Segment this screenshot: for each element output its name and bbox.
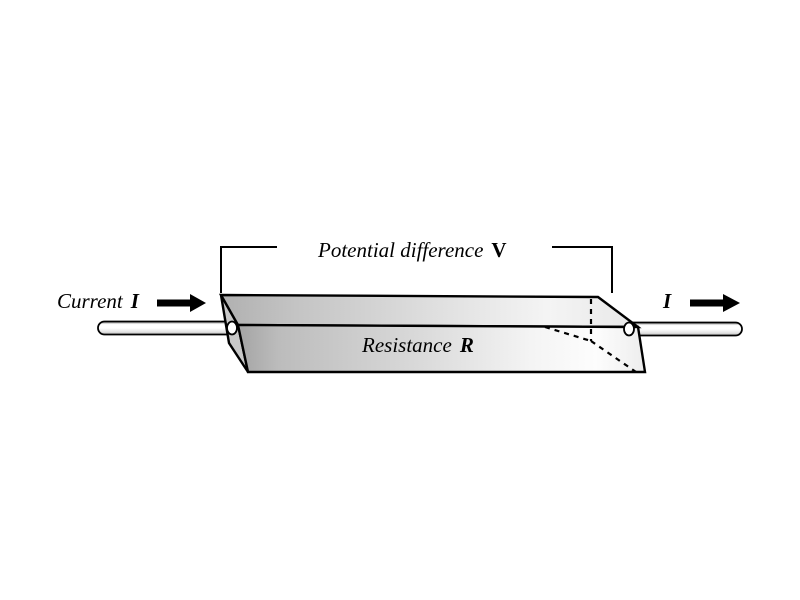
current-left-symbol: I (130, 289, 140, 313)
wire-left-lead (97, 320, 245, 336)
resistor-block (218, 293, 647, 374)
bracket-left-arm (220, 246, 277, 293)
current-arrow-right (690, 294, 740, 312)
potential-difference-label: Potential difference V (317, 238, 507, 262)
wire-right-junction (623, 321, 635, 337)
wire-right-end-cap (623, 321, 635, 337)
hidden-back-edge (544, 325, 592, 343)
current-right-symbol: I (662, 289, 672, 313)
wire-left-junction (226, 320, 238, 336)
resistance-text: Resistance (361, 333, 452, 357)
resistance-symbol: R (459, 333, 474, 357)
block-front-face (236, 323, 647, 374)
resistance-label: Resistance R (361, 333, 474, 357)
potential-difference-bracket (220, 246, 613, 293)
current-left-text: Current (57, 289, 124, 313)
potential-difference-text: Potential difference (317, 238, 483, 262)
bracket-right-arm (552, 246, 613, 293)
wire-left-end-cap (226, 320, 238, 336)
block-top-face (218, 293, 642, 329)
block-hidden-edges (544, 299, 637, 373)
potential-difference-symbol: V (491, 238, 506, 262)
current-arrow-left-glyph (157, 294, 206, 312)
current-arrow-left (157, 294, 206, 312)
wire-left-body (97, 320, 245, 336)
current-arrow-right-glyph (690, 294, 740, 312)
